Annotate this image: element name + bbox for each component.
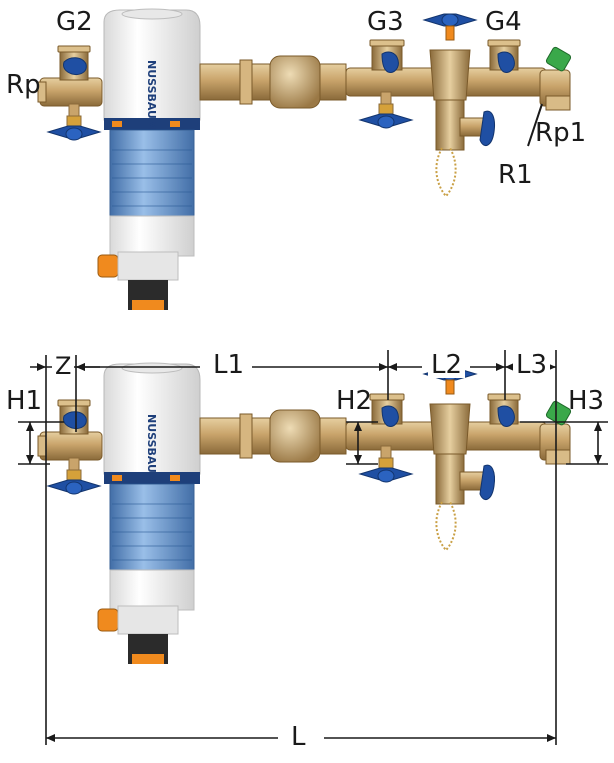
filter-head [103, 9, 201, 121]
inlet-valve [37, 399, 103, 495]
outlet-thread [545, 449, 571, 465]
bottom-assembly: NUSSBAUM [37, 362, 572, 664]
filter-ring-tab-2 [170, 475, 180, 481]
connector-pipe [199, 55, 347, 109]
inlet-lever [63, 411, 87, 429]
arrow-h2-top [354, 422, 362, 431]
label-l3: L3 [513, 352, 551, 378]
drain-handwheel [479, 110, 495, 147]
outlet-green-cap [545, 46, 572, 72]
filter-drain-body [117, 251, 179, 281]
arrow-h2-bottom [354, 455, 362, 464]
pipe-nipple-2 [319, 417, 347, 455]
arrow-l-left [46, 734, 55, 742]
inlet-thread [37, 435, 47, 457]
label-z: Z [52, 354, 75, 378]
g3-bottom-handwheel [358, 445, 414, 483]
drain-knob [97, 608, 119, 632]
label-l: L [288, 724, 309, 750]
label-rp1: Rp1 [535, 118, 587, 148]
label-l2: L2 [428, 352, 466, 378]
drain-chain [435, 147, 457, 198]
ball-valve-housing [269, 409, 321, 463]
g3-bottom-handwheel [358, 91, 414, 129]
arrow-h1-top [26, 422, 34, 431]
brand-text: NUSSBAUM [145, 414, 158, 484]
g3-lever [381, 51, 399, 73]
filter-drain-body [117, 605, 179, 635]
dimension-lines [18, 350, 608, 745]
label-h3: H3 [568, 386, 605, 416]
inlet-handwheel [46, 103, 102, 141]
filter-unit: NUSSBAUM [97, 362, 201, 664]
drain-stub [435, 99, 465, 151]
label-r1: R1 [498, 160, 533, 190]
pressure-reducer-handwheel [422, 13, 478, 41]
label-l1: L1 [210, 352, 248, 378]
label-g3: G3 [367, 7, 404, 37]
arrow-l-right [547, 734, 556, 742]
drain-knob [97, 254, 119, 278]
manifold [345, 13, 572, 198]
arrow-l2-right [496, 363, 505, 371]
filter-ring-tab [112, 475, 122, 481]
connector-pipe [199, 409, 347, 463]
arrow-h3-top [594, 422, 602, 431]
pipe-nipple [199, 417, 271, 455]
label-h1: H1 [6, 386, 43, 416]
union-nut [239, 59, 253, 105]
inlet-lever [63, 57, 87, 75]
label-rp: Rp [6, 70, 41, 100]
manifold [345, 367, 572, 552]
inlet-valve-body [39, 77, 103, 107]
inlet-valve [37, 45, 103, 141]
pressure-reducer-body [429, 49, 471, 101]
filter-ring-tab [112, 121, 122, 127]
leader-rp1 [527, 103, 543, 147]
filter-cap-top [121, 362, 183, 374]
filter-head [103, 363, 201, 475]
union-nut [239, 413, 253, 459]
pipe-nipple-2 [319, 63, 347, 101]
filter-ring-tab-2 [170, 121, 180, 127]
assembly: NUSSBAUM [37, 362, 572, 664]
inlet-thread [37, 81, 47, 103]
g4-lever [497, 405, 515, 427]
pressure-reducer-body [429, 403, 471, 455]
arrow-l2-left [388, 363, 397, 371]
label-h2: H2 [336, 386, 373, 416]
outlet-thread [545, 95, 571, 111]
arrow-h3-bottom [594, 455, 602, 464]
arrow-l1-right [379, 363, 388, 371]
filter-base [109, 215, 195, 257]
arrow-z-left [37, 363, 46, 371]
drain-outlet-ring [132, 654, 164, 664]
brand-text: NUSSBAUM [145, 60, 158, 130]
drain-handwheel [479, 464, 495, 501]
inlet-valve-body [39, 431, 103, 461]
inlet-handwheel [46, 457, 102, 495]
label-g4: G4 [485, 7, 522, 37]
filter-bowl [109, 129, 195, 221]
arrow-l3-left [505, 363, 514, 371]
g3-lever [381, 405, 399, 427]
arrow-l1-left [76, 363, 85, 371]
arrow-h1-bottom [26, 455, 34, 464]
top-assembly: NUSSBAUM [37, 8, 572, 310]
g4-lever [497, 51, 515, 73]
assembly: NUSSBAUM [37, 8, 572, 310]
filter-unit: NUSSBAUM [97, 8, 201, 310]
filter-base [109, 569, 195, 611]
label-g2: G2 [56, 7, 93, 37]
ball-valve-housing [269, 55, 321, 109]
filter-cap-top [121, 8, 183, 20]
pipe-nipple [199, 63, 271, 101]
drain-chain [435, 501, 457, 552]
drain-outlet-ring [132, 300, 164, 310]
outlet-green-cap [545, 400, 572, 426]
filter-bowl [109, 483, 195, 575]
